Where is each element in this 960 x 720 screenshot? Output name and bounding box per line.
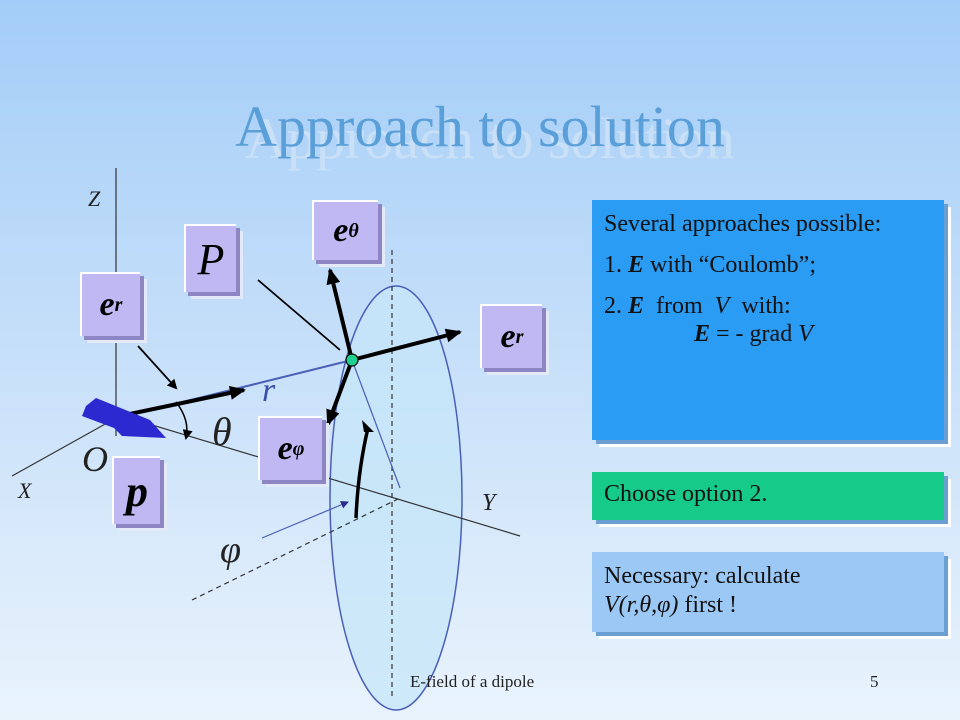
panel-approaches: Several approaches possible: 1. E with “… (592, 200, 944, 440)
choice-text: Choose option 2. (604, 481, 768, 507)
formula-grad: = - grad (716, 321, 793, 348)
potential-function: V(r,θ,φ) (604, 591, 679, 618)
e-r-vector (351, 328, 462, 362)
pointer-P (257, 279, 341, 351)
approach-2: 2. E from V with: (604, 292, 932, 321)
approaches-intro: Several approaches possible: (604, 211, 882, 237)
page-title: Approach to solution (235, 94, 725, 159)
pointer-er-left (137, 345, 178, 390)
approach-2-E: E (628, 292, 645, 319)
phi-arc (354, 427, 370, 519)
title-shadow: Approach to solution (245, 106, 735, 171)
tile-e-r-right-base: e (500, 318, 516, 355)
approach-1-E: E (628, 251, 645, 278)
formula-V: V (798, 321, 813, 348)
position-vector (119, 386, 246, 418)
theta-label: θ (212, 409, 232, 454)
approach-1-num: 1. (604, 251, 622, 278)
phi-label: φ (220, 529, 242, 571)
tile-e-phi-sub: φ (292, 437, 305, 460)
footer-caption: E-field of a dipole (410, 672, 535, 691)
pointer-phi (261, 501, 349, 539)
point-projection-line (351, 359, 401, 489)
approach-2-num: 2. (604, 292, 622, 319)
origin-label: O (82, 439, 108, 479)
approach-2-from: from (656, 292, 703, 319)
necessary-line2: V(r,θ,φ) first ! (604, 591, 932, 620)
tile-p-text: p (126, 466, 148, 516)
point-P-dot (345, 353, 359, 367)
e-phi-vector (326, 359, 354, 426)
y-axis-label: Y (482, 490, 496, 516)
approach-2-V: V (714, 292, 730, 319)
approach-2-with: with: (741, 292, 791, 319)
tile-e-theta-sub: θ (348, 219, 359, 242)
x-axis-line (11, 417, 117, 477)
tile-p-dipole: p (112, 456, 160, 524)
panel-choice: Choose option 2. (592, 472, 944, 520)
phi-arc-head (362, 420, 374, 432)
tile-e-r-right-sub: r (515, 325, 524, 348)
tile-e-r-left-base: e (99, 286, 115, 323)
tile-P-text: P (197, 234, 225, 284)
tile-e-r-left-sub: r (114, 293, 123, 316)
gradient-formula: E = - grad V (604, 320, 932, 349)
page-number: 5 (870, 672, 879, 691)
tile-e-theta-base: e (333, 212, 349, 249)
x-axis-label: X (18, 478, 32, 503)
r-label: r (262, 372, 276, 409)
panel-necessary: Necessary: calculate V(r,θ,φ) first ! (592, 552, 944, 632)
necessary-line1: Necessary: calculate (604, 563, 801, 589)
e-theta-vector (326, 268, 354, 361)
z-axis-label: Z (88, 186, 101, 211)
approach-1: 1. E with “Coulomb”; (604, 251, 932, 280)
formula-E: E (694, 321, 711, 348)
phi-reference-dashed (191, 497, 401, 601)
tile-e-phi-base: e (277, 430, 293, 467)
dipole-arrow (82, 398, 166, 438)
tile-P: P (184, 224, 236, 292)
necessary-rest: first ! (684, 591, 738, 618)
approach-1-rest: with “Coulomb”; (650, 251, 816, 278)
